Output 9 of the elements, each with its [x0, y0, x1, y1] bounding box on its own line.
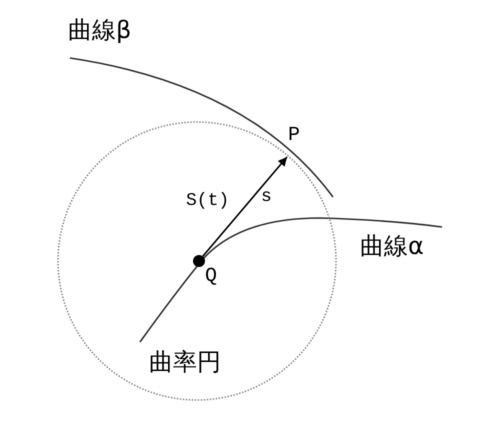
- curve-label: 曲線α: [360, 234, 424, 258]
- arrow: [202, 156, 288, 257]
- point-name: Q: [205, 267, 218, 287]
- curve-label: 曲線β: [68, 18, 132, 42]
- vector-label: s: [261, 188, 272, 206]
- osculating-circle: [57, 121, 337, 401]
- point-name: P: [288, 126, 300, 146]
- vector-label: S(t): [186, 192, 230, 210]
- circle-label: 曲率円: [149, 350, 221, 374]
